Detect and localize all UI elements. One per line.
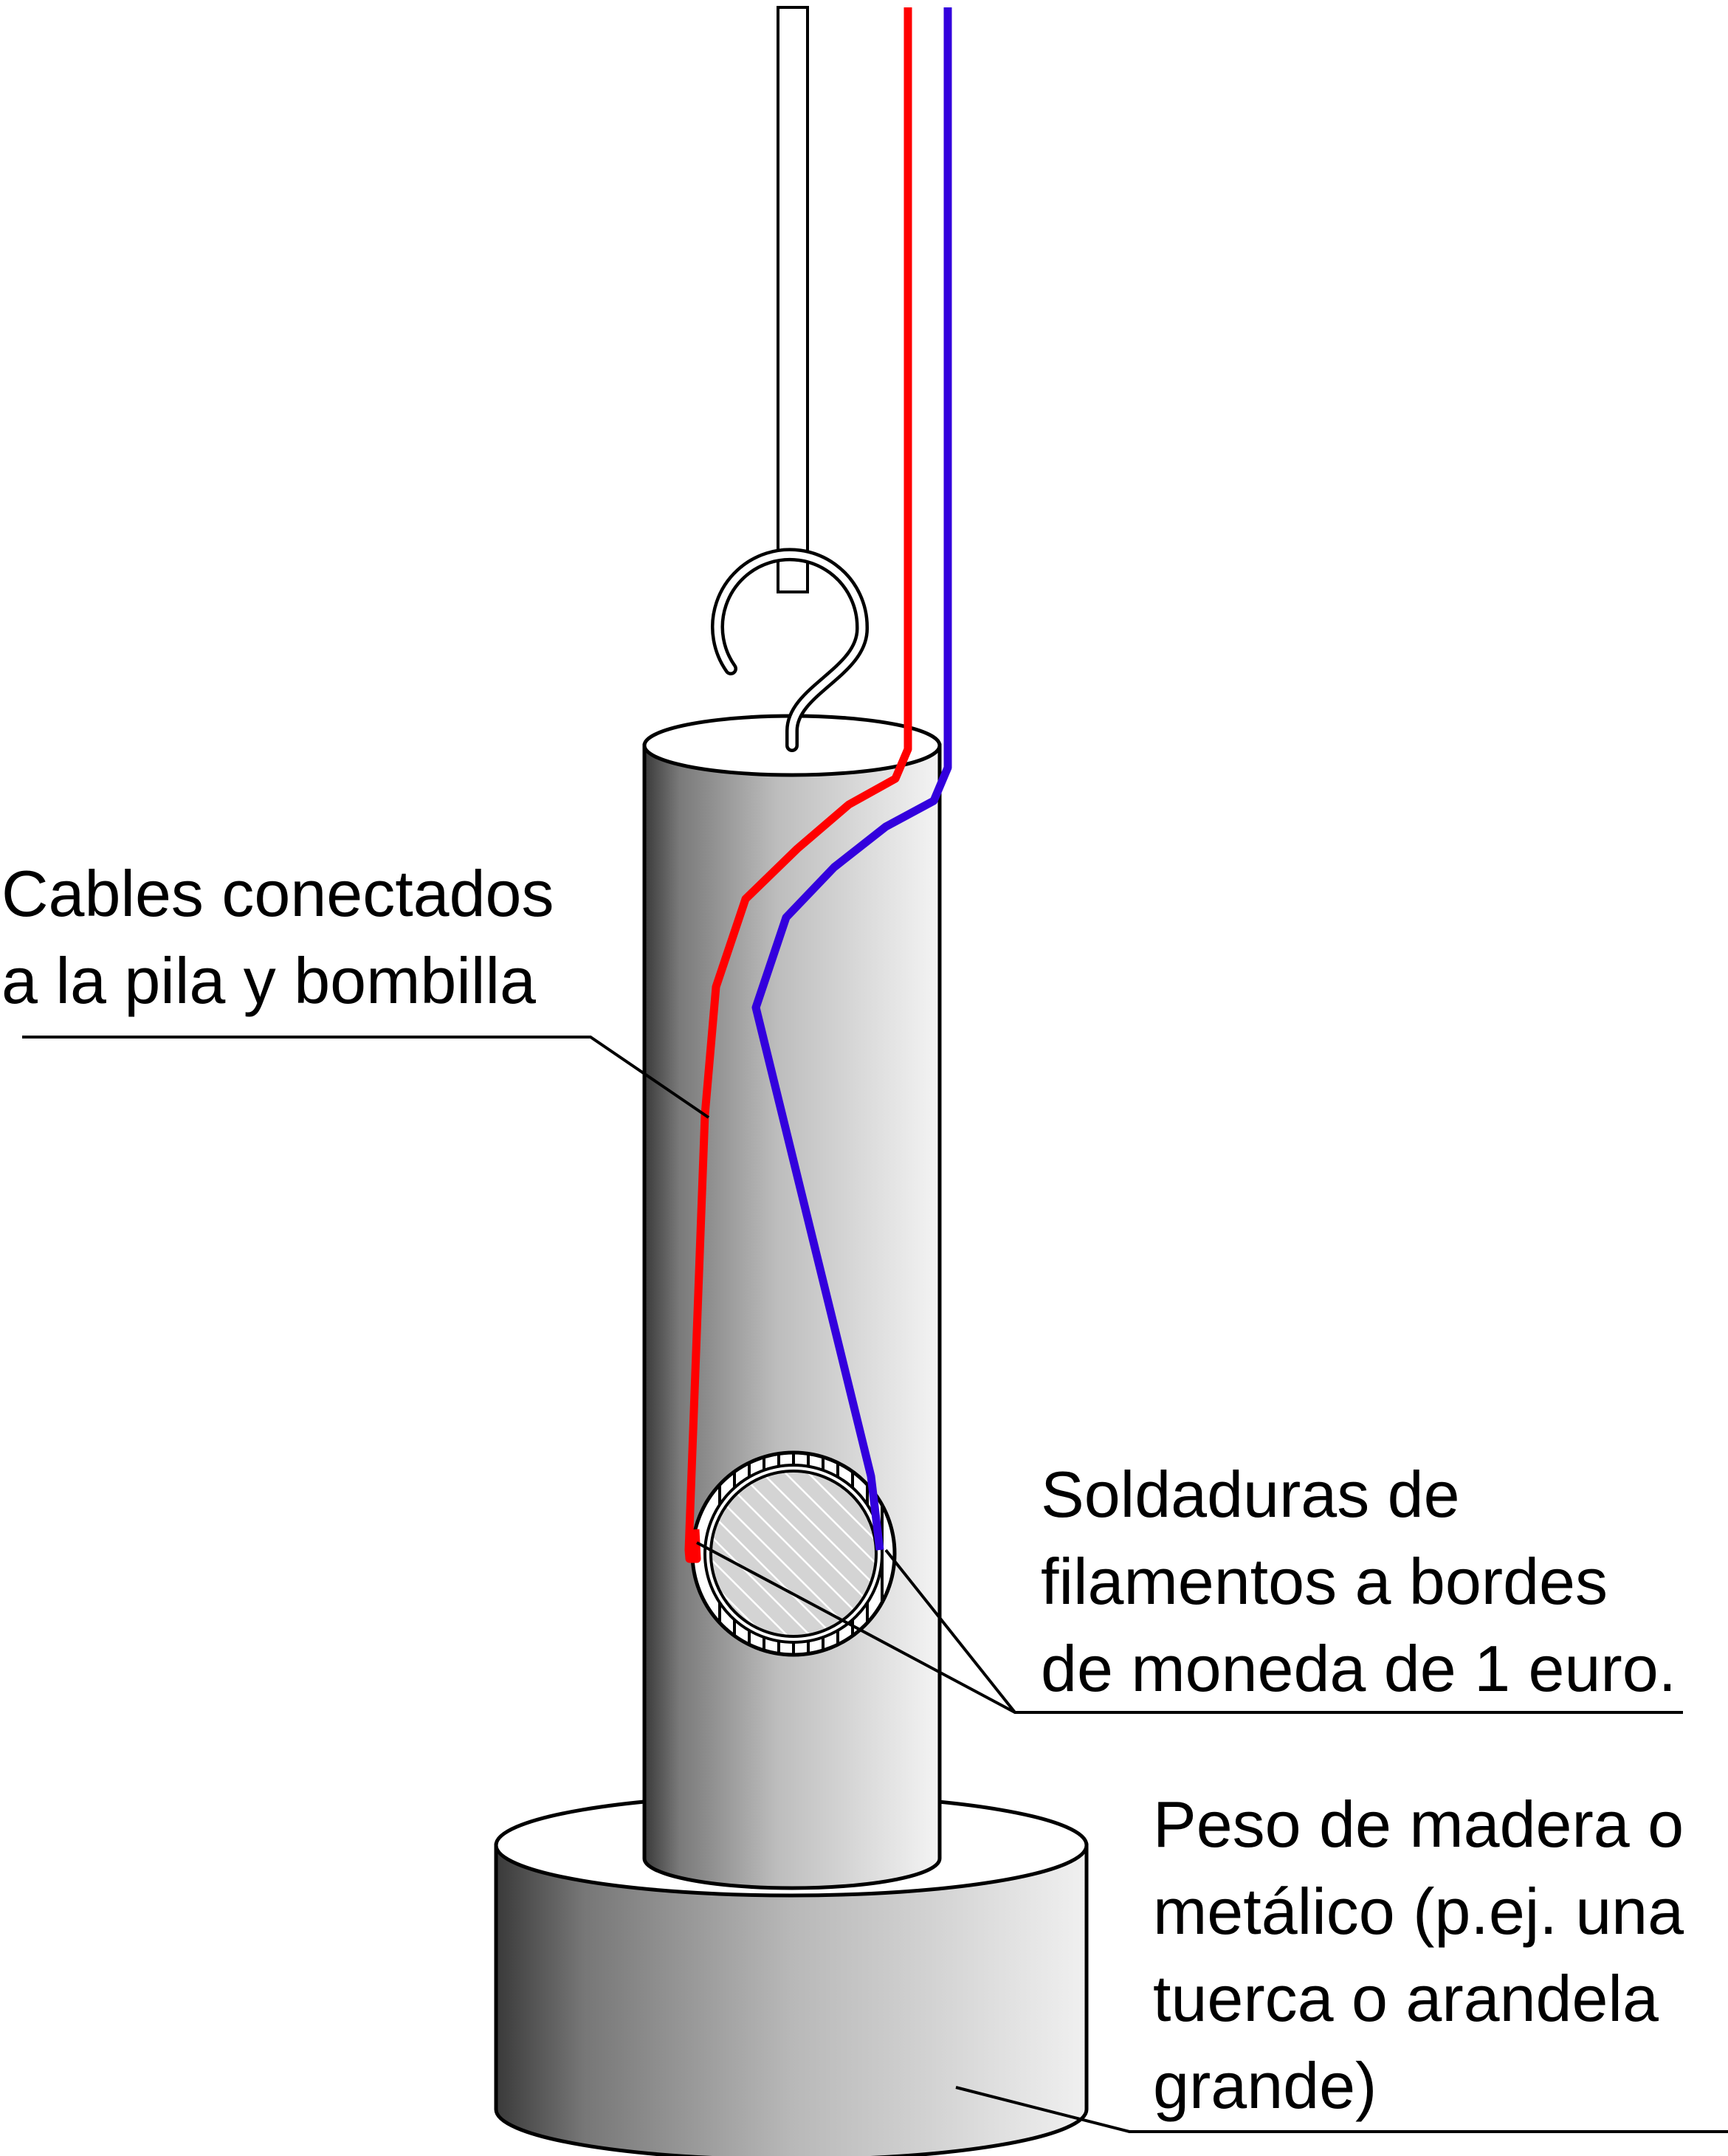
label-soldaduras: Soldaduras de filamentos a bordes de mon… xyxy=(1041,1451,1676,1712)
leader-line-soldaduras xyxy=(696,1541,1683,1714)
cylinder-body xyxy=(642,714,942,1890)
label-cables: Cables conectados a la pila y bombilla xyxy=(1,850,554,1024)
suspension-rod xyxy=(777,6,809,593)
label-peso-line-1: Peso de madera o xyxy=(1153,1788,1684,1861)
blue-wire xyxy=(751,7,952,1551)
leader-line-peso xyxy=(955,2086,1728,2133)
label-peso-line-4: grande) xyxy=(1153,2049,1377,2122)
label-soldaduras-line-2: filamentos a bordes xyxy=(1041,1545,1608,1618)
leader-line-cables xyxy=(22,1036,710,1119)
label-cables-line-2: a la pila y bombilla xyxy=(1,944,536,1017)
label-soldaduras-line-3: de moneda de 1 euro. xyxy=(1041,1632,1677,1705)
label-cables-line-1: Cables conectados xyxy=(1,857,554,930)
label-peso-line-2: metálico (p.ej. una xyxy=(1153,1875,1684,1948)
coin xyxy=(690,1450,897,1657)
hook xyxy=(711,548,870,752)
red-wire xyxy=(684,7,912,1563)
label-soldaduras-line-1: Soldaduras de xyxy=(1041,1458,1460,1531)
label-peso: Peso de madera o metálico (p.ej. una tue… xyxy=(1153,1781,1684,2129)
label-peso-line-3: tuerca o arandela xyxy=(1153,1962,1659,2035)
